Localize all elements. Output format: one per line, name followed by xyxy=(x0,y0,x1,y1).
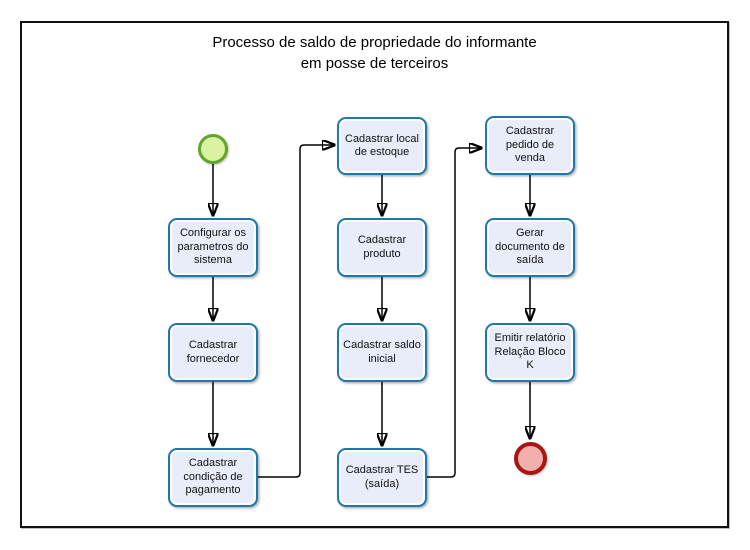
task-cadastrar-condicao-pagamento-label: Cadastrar condição de pagamento xyxy=(183,457,243,497)
task-emitir-relatorio-bloco-k-label: Emitir relatório Relação Bloco K xyxy=(494,332,566,372)
task-cadastrar-fornecedor: Cadastrar fornecedor xyxy=(168,323,258,382)
task-cadastrar-produto-label: Cadastrar produto xyxy=(357,234,407,260)
task-emitir-relatorio-bloco-k: Emitir relatório Relação Bloco K xyxy=(485,323,575,382)
task-cadastrar-local-estoque-label: Cadastrar local de estoque xyxy=(345,132,419,159)
task-cadastrar-local-estoque: Cadastrar local de estoque xyxy=(337,117,427,175)
task-cadastrar-fornecedor-label: Cadastrar fornecedor xyxy=(186,339,240,365)
end-event-circle xyxy=(514,442,547,475)
task-cadastrar-pedido-venda: Cadastrar pedido de venda xyxy=(485,116,575,175)
task-cadastrar-tes-saida: Cadastrar TES (saída) xyxy=(337,448,427,507)
task-cadastrar-saldo-inicial-label: Cadastrar saldo inicial xyxy=(343,339,421,365)
task-cadastrar-condicao-pagamento: Cadastrar condição de pagamento xyxy=(168,448,258,507)
task-gerar-documento-saida-label: Gerar documento de saída xyxy=(495,227,565,267)
diagram-title: Processo de saldo de propriedade do info… xyxy=(212,34,537,72)
task-configurar-parametros-label: Configurar os parametros do sistema xyxy=(177,227,249,267)
task-cadastrar-saldo-inicial: Cadastrar saldo inicial xyxy=(337,323,427,382)
task-cadastrar-tes-saida-label: Cadastrar TES (saída) xyxy=(345,464,419,490)
task-configurar-parametros: Configurar os parametros do sistema xyxy=(168,218,258,277)
task-cadastrar-pedido-venda-label: Cadastrar pedido de venda xyxy=(505,125,555,165)
task-gerar-documento-saida: Gerar documento de saída xyxy=(485,218,575,277)
task-cadastrar-produto: Cadastrar produto xyxy=(337,218,427,277)
start-event-circle xyxy=(198,134,228,164)
